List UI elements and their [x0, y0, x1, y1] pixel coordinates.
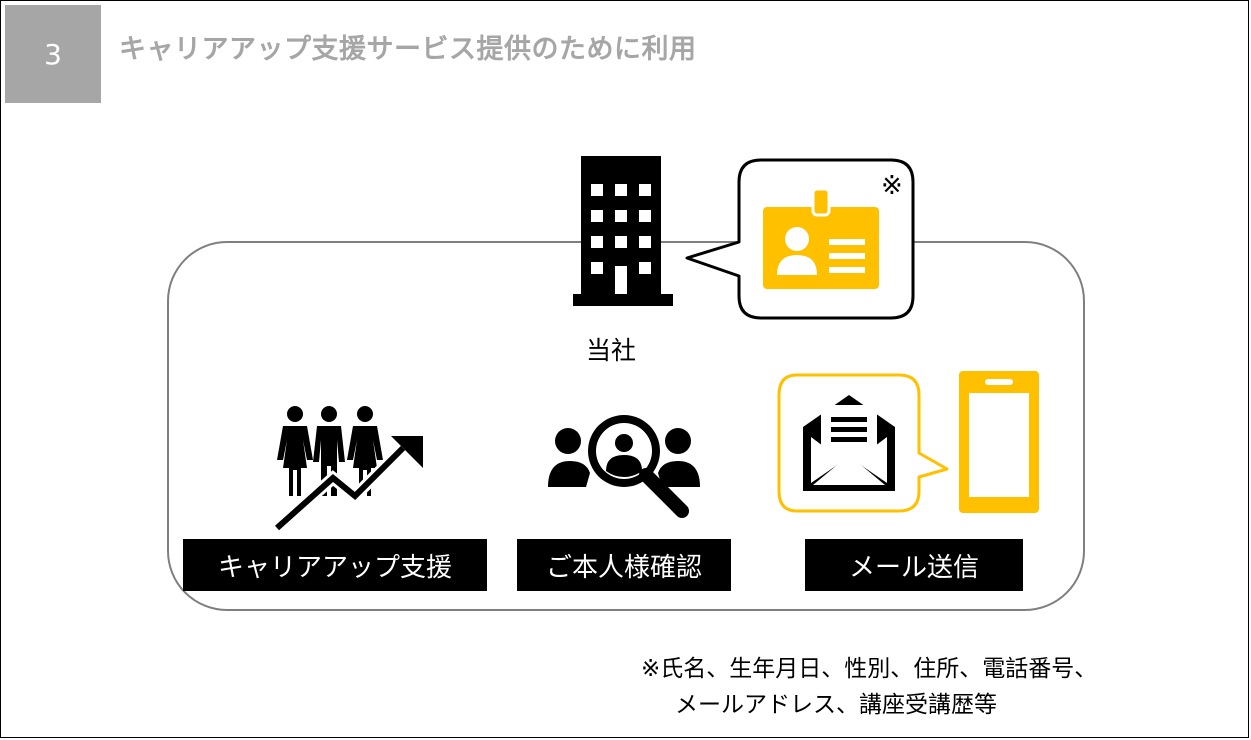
career-growth-icon: [273, 406, 423, 533]
page-title: キャリアアップ支援サービス提供のために利用: [119, 34, 697, 65]
identity-check-caption: ご本人様確認: [517, 539, 731, 591]
building-icon: [573, 156, 673, 306]
smartphone-icon: [959, 371, 1039, 513]
section-number: 3: [44, 37, 62, 71]
footnote-line-1: ※氏名、生年月日、性別、住所、電話番号、: [641, 656, 1098, 682]
id-card-icon: [763, 187, 879, 289]
career-support-caption: キャリアアップ支援: [183, 539, 487, 591]
company-label: 当社: [586, 336, 637, 365]
mail-send-caption: メール送信: [805, 539, 1023, 591]
identity-check-icon: [548, 415, 700, 518]
footnote-line-2: メールアドレス、講座受講歴等: [675, 692, 997, 718]
footnote: ※氏名、生年月日、性別、住所、電話番号、 メールアドレス、講座受講歴等: [641, 651, 1097, 723]
section-number-box: 3: [5, 5, 101, 103]
envelope-icon: [803, 395, 895, 491]
note-mark: ※: [881, 171, 903, 201]
